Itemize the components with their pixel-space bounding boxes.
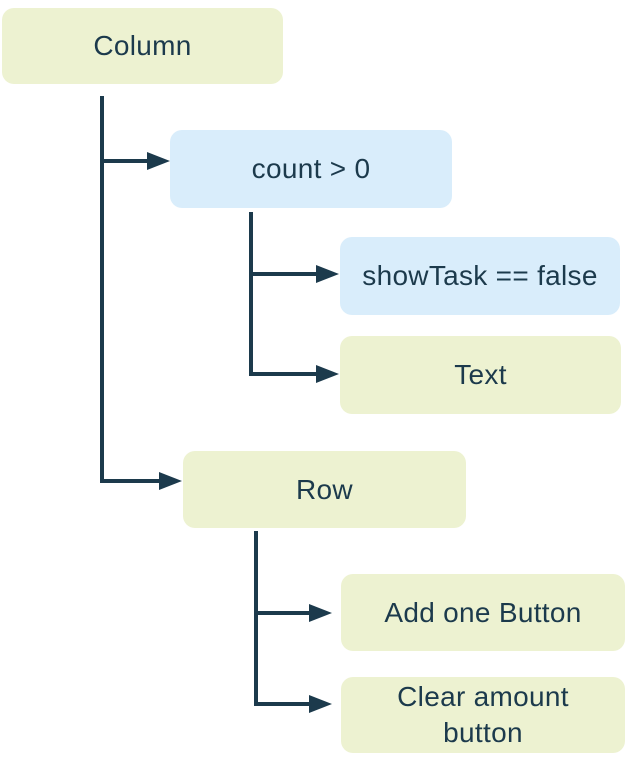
node-text: Text [340, 336, 621, 414]
node-column-label: Column [93, 30, 192, 62]
connector-row-trunk [254, 531, 258, 706]
connector-column-trunk [100, 96, 104, 483]
arrowhead-icon [159, 472, 182, 490]
node-column: Column [2, 8, 283, 84]
arrowhead-icon [316, 265, 339, 283]
node-row-label: Row [296, 473, 353, 505]
node-add-one-button-label: Add one Button [384, 596, 582, 628]
arrowhead-icon [309, 695, 332, 713]
connector-branch-count [100, 159, 150, 163]
node-clear-amount-button: Clear amount button [341, 677, 625, 753]
connector-count-trunk [249, 212, 253, 376]
arrowhead-icon [147, 152, 170, 170]
connector-branch-text [249, 372, 319, 376]
node-clear-amount-button-label: Clear amount button [397, 681, 569, 748]
connector-branch-row [100, 479, 162, 483]
node-row: Row [183, 451, 466, 528]
node-text-label: Text [454, 359, 507, 391]
node-showtask-condition: showTask == false [340, 237, 620, 315]
arrowhead-icon [316, 365, 339, 383]
connector-branch-add-one-button [254, 611, 312, 615]
connector-branch-showtask [249, 272, 319, 276]
connector-branch-clear-amount-button [254, 702, 312, 706]
arrowhead-icon [309, 604, 332, 622]
node-count-condition: count > 0 [170, 130, 452, 208]
node-showtask-condition-label: showTask == false [362, 260, 598, 292]
node-add-one-button: Add one Button [341, 574, 625, 651]
node-count-condition-label: count > 0 [251, 153, 371, 185]
